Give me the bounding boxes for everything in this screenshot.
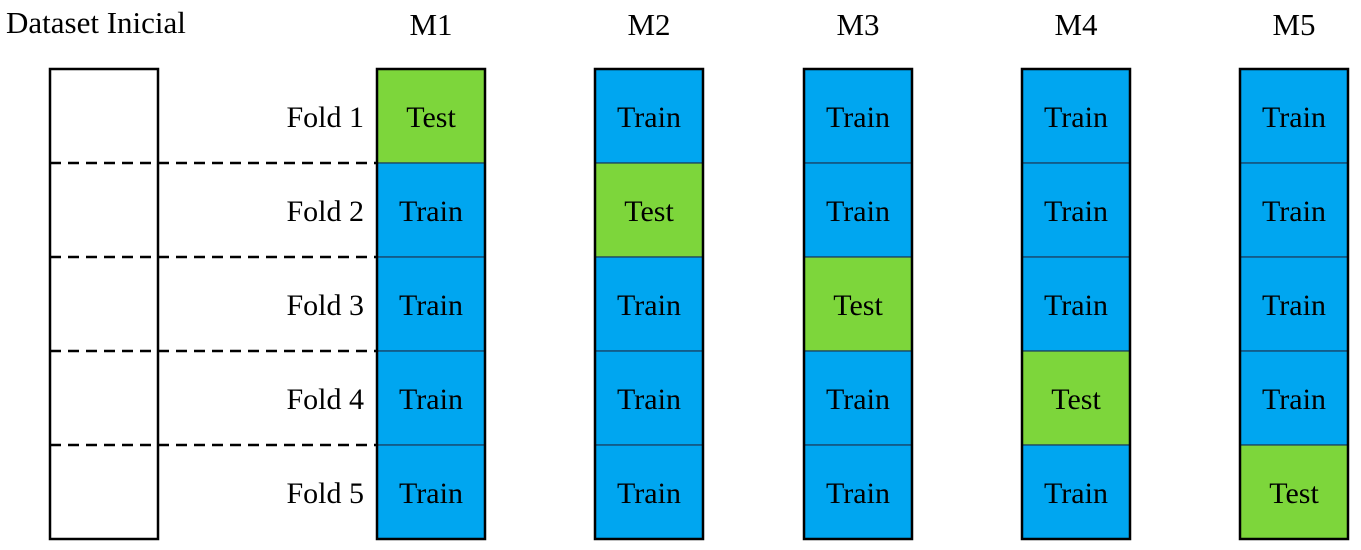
model-title: M5 — [1272, 7, 1315, 42]
train-cell — [803, 350, 913, 446]
cell-label: Train — [1044, 195, 1108, 228]
train-cell — [376, 444, 486, 540]
cell-label: Train — [399, 383, 463, 416]
cell-label: Train — [617, 477, 681, 510]
cell-label: Train — [617, 101, 681, 134]
cell-label: Train — [826, 477, 890, 510]
model-column-border — [375, 67, 487, 541]
model-title: M2 — [627, 7, 670, 42]
model-column-border — [1238, 67, 1350, 541]
train-cell — [803, 444, 913, 540]
fold-label: Fold 1 — [286, 101, 364, 134]
train-cell — [594, 350, 704, 446]
train-cell — [803, 162, 913, 258]
cell-label: Test — [1269, 477, 1319, 510]
cell-label: Train — [1262, 383, 1326, 416]
model-title: M1 — [409, 7, 452, 42]
cell-label: Test — [624, 195, 674, 228]
model-column-border — [1020, 67, 1132, 541]
cell-label: Train — [1044, 101, 1108, 134]
train-cell — [594, 256, 704, 352]
cell-label: Test — [833, 289, 883, 322]
cell-label: Train — [399, 195, 463, 228]
dataset-box — [48, 67, 160, 541]
model-column-border — [802, 67, 914, 541]
cell-label: Train — [826, 383, 890, 416]
fold-labels: Fold 1 Fold 2 Fold 3 Fold 4 Fold 5 — [286, 101, 364, 510]
train-cell — [1021, 256, 1131, 352]
train-cell — [1239, 350, 1349, 446]
cell-label: Test — [406, 101, 456, 134]
train-cell — [594, 444, 704, 540]
model-columns: M1TestTrainTrainTrainTrainM2TrainTestTra… — [375, 7, 1350, 541]
cell-label: Train — [826, 195, 890, 228]
fold-label: Fold 4 — [286, 383, 364, 416]
fold-label: Fold 2 — [286, 195, 364, 228]
cell-label: Test — [1051, 383, 1101, 416]
train-cell — [376, 256, 486, 352]
cell-label: Train — [617, 289, 681, 322]
train-cell — [1021, 162, 1131, 258]
cell-label: Train — [617, 383, 681, 416]
cell-label: Train — [399, 289, 463, 322]
cell-label: Train — [399, 477, 463, 510]
cell-label: Train — [1262, 101, 1326, 134]
cell-label: Train — [1044, 289, 1108, 322]
fold-label: Fold 3 — [286, 289, 364, 322]
cell-label: Train — [1262, 289, 1326, 322]
train-cell — [376, 162, 486, 258]
train-cell — [376, 350, 486, 446]
model-title: M3 — [836, 7, 879, 42]
cell-label: Train — [1044, 477, 1108, 510]
dataset-label: Dataset Inicial — [6, 5, 186, 40]
cell-label: Train — [826, 101, 890, 134]
model-title: M4 — [1054, 7, 1098, 42]
model-column-border — [593, 67, 705, 541]
cell-label: Train — [1262, 195, 1326, 228]
fold-label: Fold 5 — [286, 477, 364, 510]
